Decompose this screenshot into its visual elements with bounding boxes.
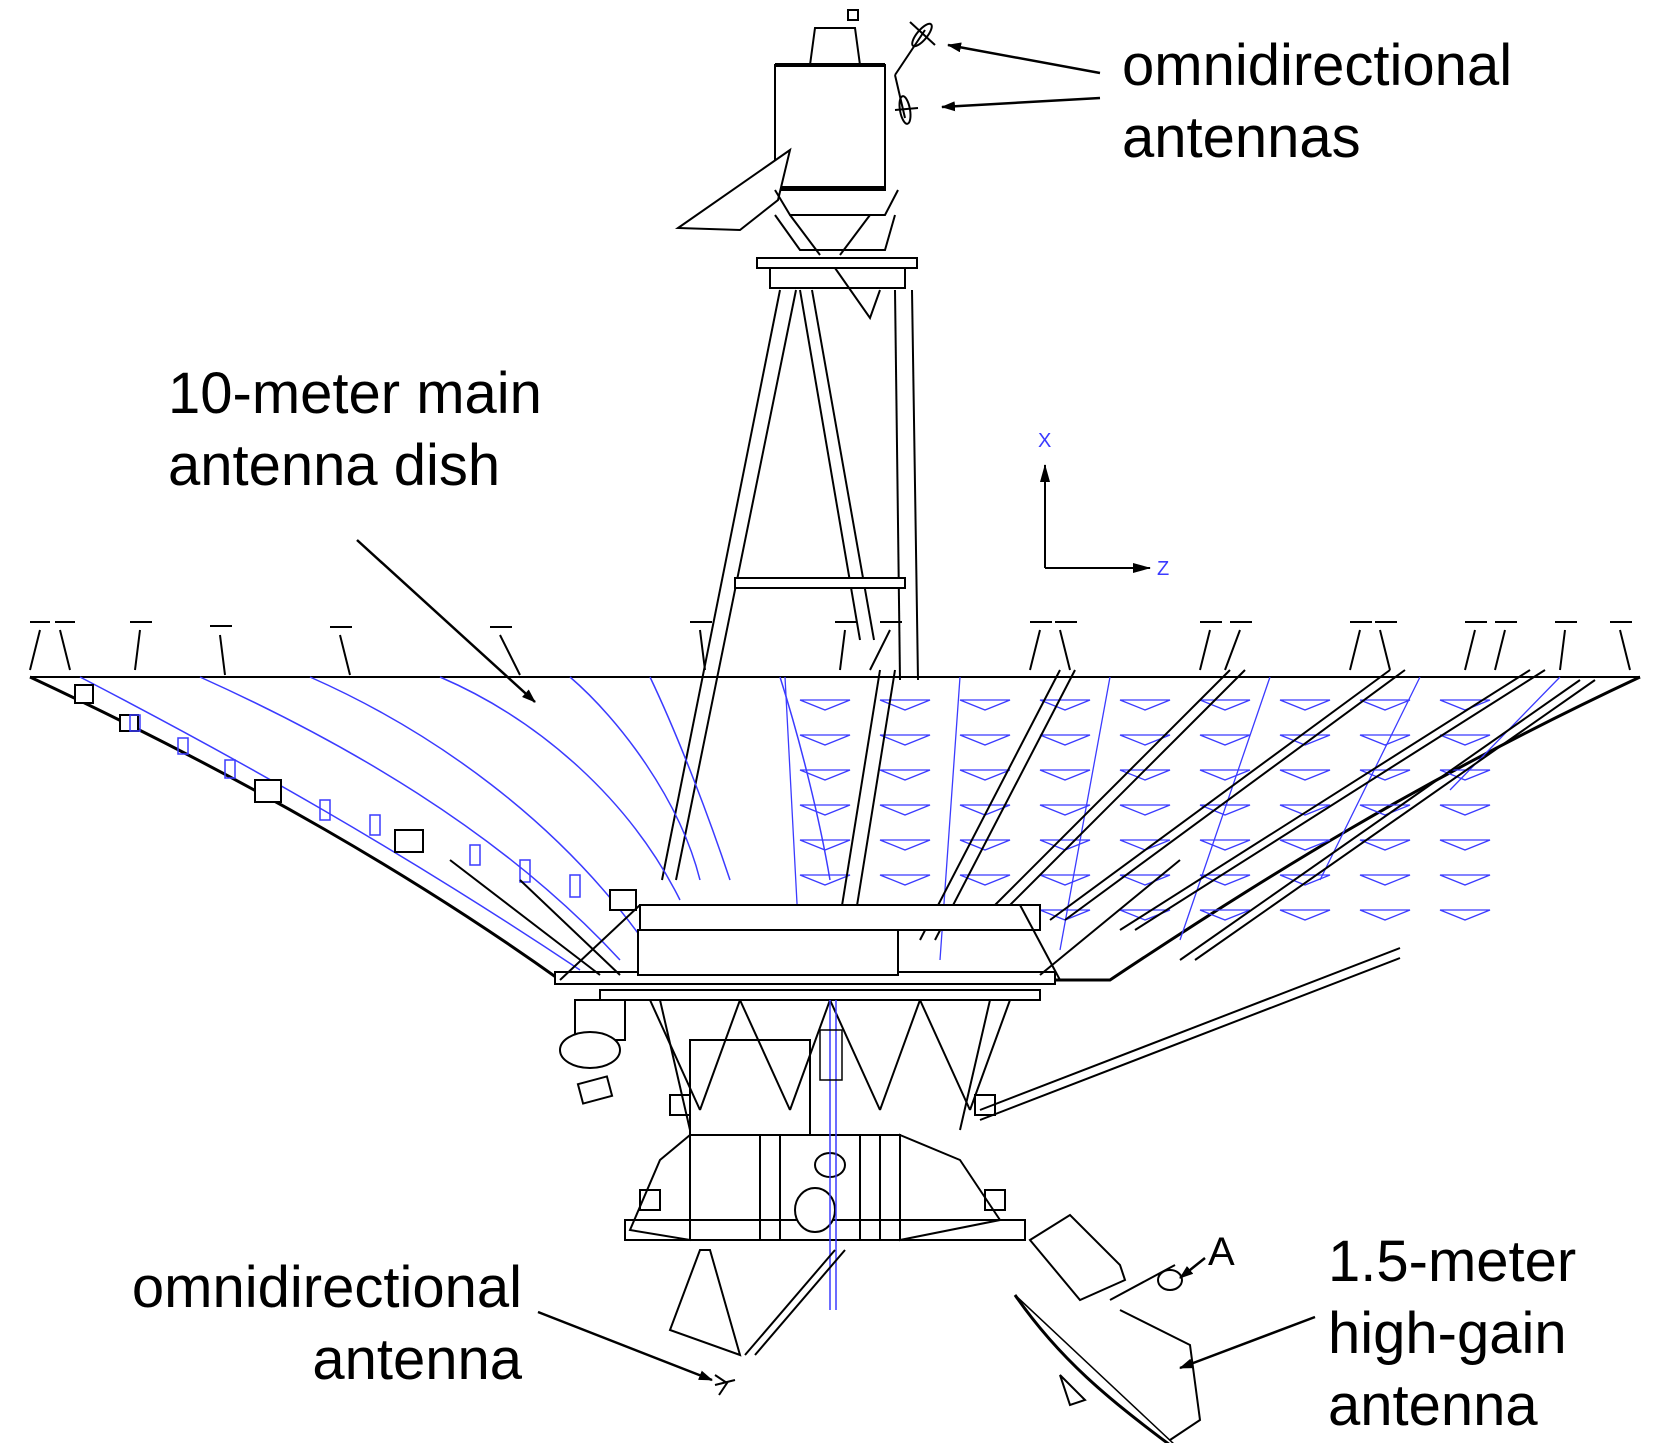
support-struts — [661, 289, 919, 881]
spacecraft-bus — [559, 989, 1041, 1242]
label-bottom-omni-line1: omnidirectional — [131, 1255, 522, 1320]
label-high-gain: 1.5-meter high-gain antenna — [1328, 1226, 1576, 1442]
arrow-main-dish — [356, 539, 536, 703]
label-top-omni-line2: antennas — [1122, 105, 1361, 170]
axis-label-z: Z — [1157, 558, 1170, 580]
label-point-a: A — [1208, 1230, 1235, 1274]
label-main-dish-line1: 10-meter main — [168, 361, 542, 426]
label-high-gain-line3: antenna — [1328, 1373, 1538, 1438]
axis-label-x: X — [1038, 430, 1052, 452]
dish-hub — [449, 859, 1181, 985]
centerline — [819, 1000, 843, 1310]
arrow-bottom-omni — [537, 1310, 713, 1382]
label-high-gain-line2: high-gain — [1328, 1301, 1567, 1366]
arrow-point-a — [1179, 1257, 1206, 1279]
arrow-top-omni-upper — [947, 42, 1101, 75]
dish-booms — [829, 669, 1596, 981]
label-high-gain-line1: 1.5-meter — [1328, 1229, 1577, 1294]
label-main-dish-line2: antenna dish — [168, 433, 501, 498]
label-main-dish: 10-meter main antenna dish — [168, 358, 542, 502]
high-gain-antenna — [1013, 1213, 1202, 1443]
arrow-hga — [1179, 1315, 1316, 1370]
callout-arrows — [356, 42, 1316, 1382]
feed-tower — [674, 9, 918, 321]
label-bottom-omni: omnidirectional antenna — [70, 1252, 522, 1396]
label-top-omni: omnidirectional antennas — [1122, 30, 1512, 174]
top-omni-antennas — [894, 21, 936, 125]
label-bottom-omni-line2: antenna — [312, 1327, 522, 1392]
axis-indicator — [1040, 464, 1151, 573]
bottom-omni-antenna — [668, 1249, 846, 1396]
label-top-omni-line1: omnidirectional — [1122, 33, 1513, 98]
rim-hinges — [29, 621, 1632, 676]
arrow-top-omni-lower — [941, 96, 1101, 112]
magnetometer-boom — [979, 947, 1401, 1121]
